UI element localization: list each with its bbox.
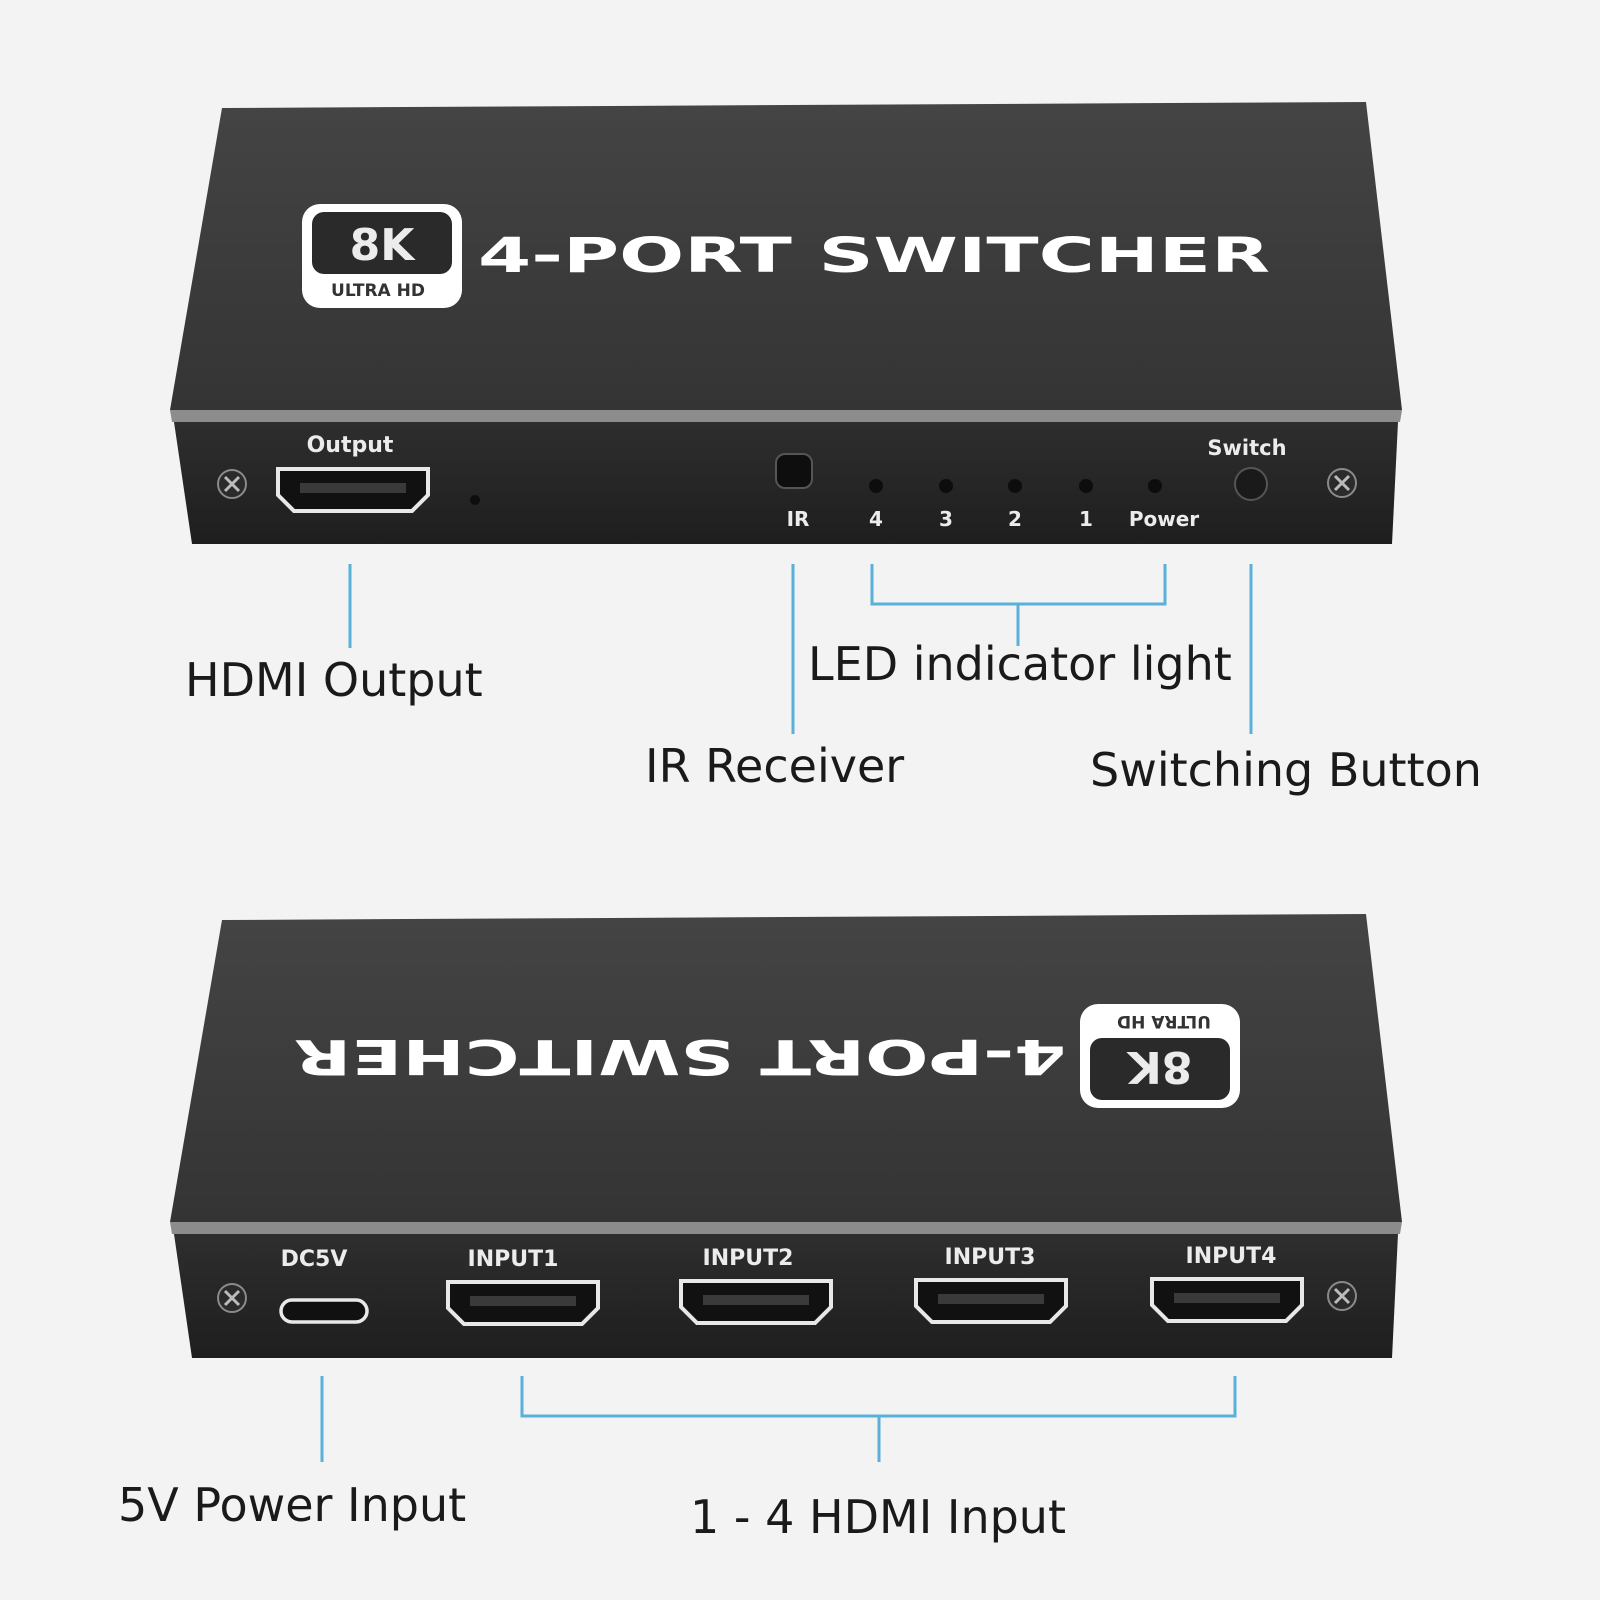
eight-k-logo: 8K ULTRA HD bbox=[302, 204, 462, 308]
ir-sensor bbox=[775, 453, 813, 489]
logo-8k-text: 8K bbox=[1126, 1041, 1193, 1092]
device-top-surface bbox=[170, 914, 1402, 1222]
ir-label: IR bbox=[787, 507, 810, 531]
hdmi-input3-port bbox=[914, 1278, 1068, 1324]
hdmi-input2-port bbox=[679, 1279, 833, 1325]
led-bracket bbox=[870, 564, 1167, 606]
eight-k-logo: 8K ULTRA HD bbox=[1080, 1004, 1240, 1108]
dc5v-label: DC5V bbox=[281, 1247, 348, 1272]
device-edge-highlight bbox=[170, 1222, 1402, 1234]
switch-button bbox=[1234, 467, 1268, 501]
callout-hdmi-output: HDMI Output bbox=[185, 653, 483, 707]
pinhole-icon bbox=[470, 495, 480, 505]
device-title: 4-PORT SWITCHER bbox=[294, 1028, 1066, 1084]
callout-power-input: 5V Power Input bbox=[118, 1478, 466, 1532]
led-1 bbox=[1079, 479, 1093, 493]
logo-ultra-hd-text: ULTRA HD bbox=[331, 281, 425, 301]
screw-icon bbox=[216, 1282, 248, 1314]
rear-leader-lines bbox=[320, 1376, 1237, 1462]
device-top-surface bbox=[170, 102, 1402, 410]
usb-c-power-port bbox=[279, 1298, 369, 1324]
led-4 bbox=[869, 479, 883, 493]
led-3 bbox=[939, 479, 953, 493]
led-power bbox=[1148, 479, 1162, 493]
hdmi-output-port bbox=[276, 467, 430, 513]
callout-switching-button: Switching Button bbox=[1090, 743, 1482, 797]
input4-label: INPUT4 bbox=[1186, 1244, 1277, 1269]
screw-icon bbox=[216, 468, 248, 500]
led-2 bbox=[1008, 479, 1022, 493]
front-view-device: 8K ULTRA HD 4-PORT SWITCHER Output IR 4 … bbox=[170, 102, 1402, 544]
callout-ir-receiver: IR Receiver bbox=[645, 739, 904, 793]
front-leader-lines bbox=[348, 564, 1253, 734]
output-port-label: Output bbox=[307, 433, 394, 458]
led-label-4: 4 bbox=[869, 507, 883, 531]
input2-label: INPUT2 bbox=[703, 1246, 794, 1271]
callout-hdmi-input: 1 - 4 HDMI Input bbox=[690, 1490, 1066, 1544]
led-label-1: 1 bbox=[1079, 507, 1093, 531]
led-label-power: Power bbox=[1129, 507, 1199, 531]
hdmi-input1-port bbox=[446, 1280, 600, 1326]
rear-branding-upside-down: 8K ULTRA HD 4-PORT SWITCHER bbox=[294, 1004, 1240, 1108]
rear-view-device: 8K ULTRA HD 4-PORT SWITCHER DC5V INPUT1 … bbox=[170, 914, 1402, 1358]
logo-ultra-hd-text: ULTRA HD bbox=[1117, 1011, 1211, 1031]
logo-8k-text: 8K bbox=[350, 220, 417, 271]
hdmi-input-bracket bbox=[520, 1376, 1237, 1418]
switch-label: Switch bbox=[1207, 436, 1286, 460]
hdmi-input4-port bbox=[1150, 1277, 1304, 1323]
led-indicators: 4 3 2 1 Power bbox=[869, 479, 1199, 531]
callout-led-indicator: LED indicator light bbox=[808, 637, 1232, 691]
device-edge-highlight bbox=[170, 410, 1402, 422]
device-title: 4-PORT SWITCHER bbox=[478, 228, 1270, 284]
screw-icon bbox=[1326, 467, 1358, 499]
input1-label: INPUT1 bbox=[468, 1247, 559, 1272]
input3-label: INPUT3 bbox=[945, 1245, 1036, 1270]
led-label-2: 2 bbox=[1008, 507, 1022, 531]
screw-icon bbox=[1326, 1280, 1358, 1312]
led-label-3: 3 bbox=[939, 507, 953, 531]
